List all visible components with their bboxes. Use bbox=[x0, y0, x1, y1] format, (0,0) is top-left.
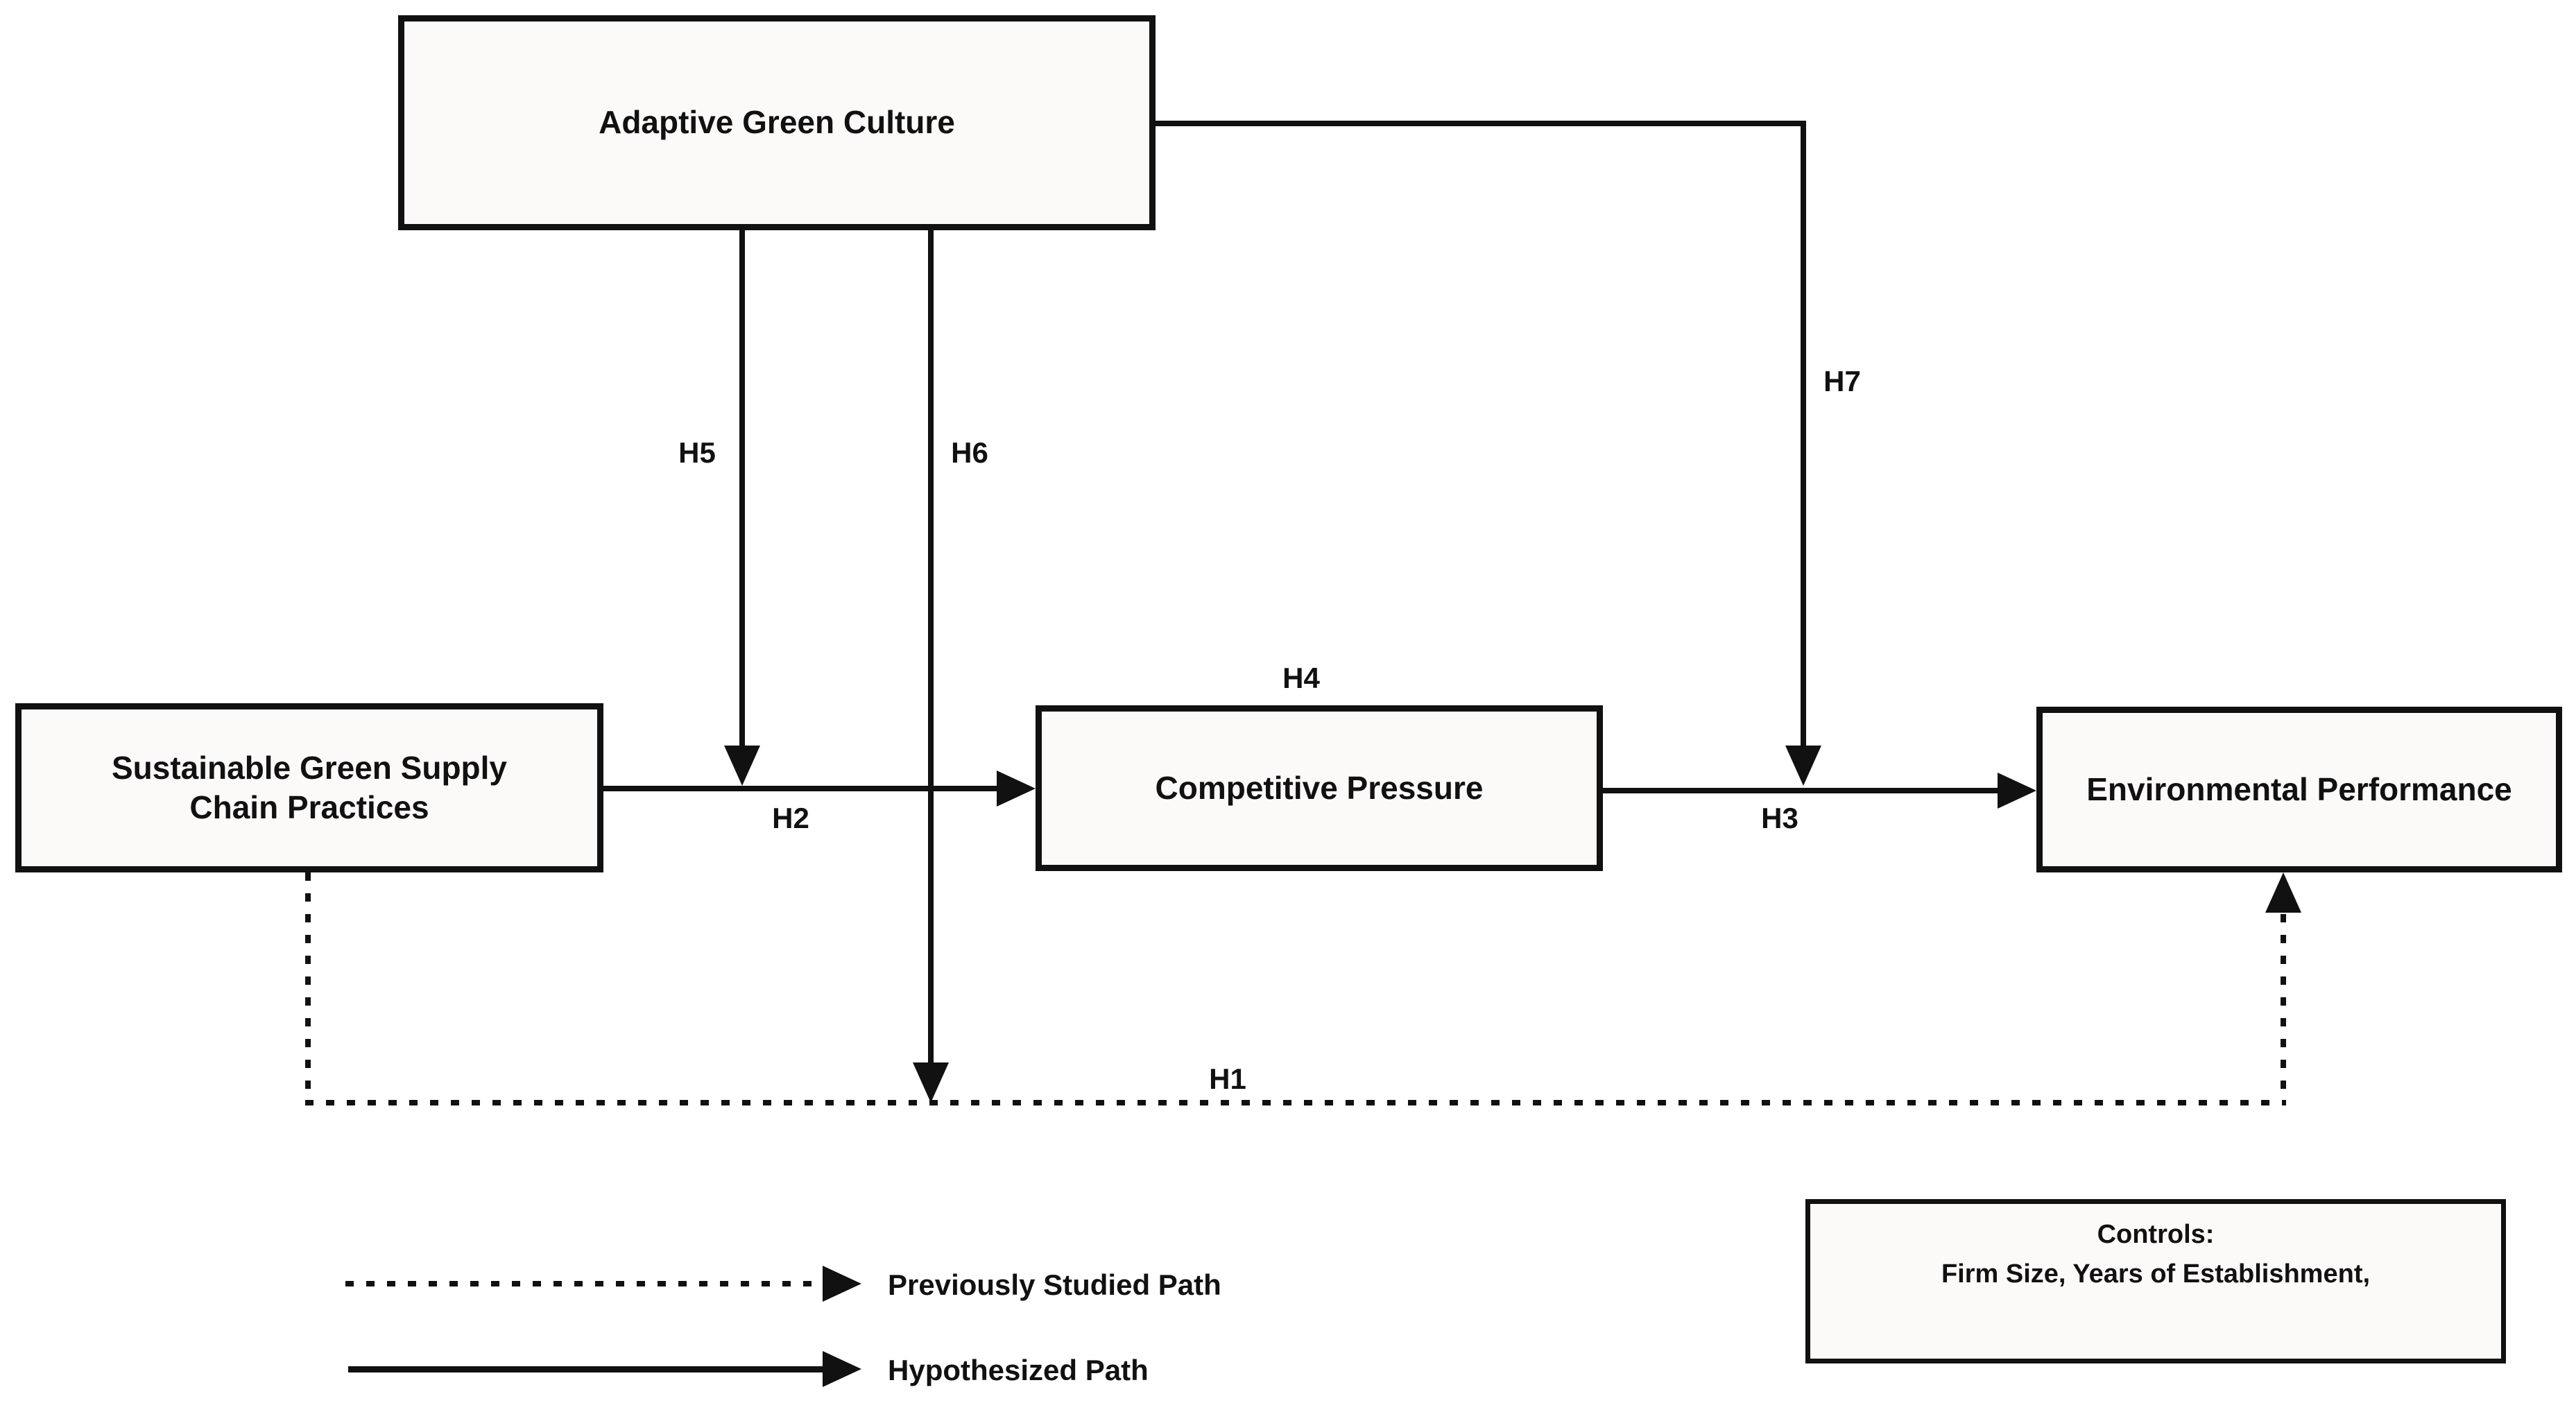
node-label: Competitive Pressure bbox=[1155, 769, 1484, 806]
path-h3-arrowhead-icon bbox=[1998, 773, 2036, 809]
node-environmental-performance: Environmental Performance bbox=[2036, 707, 2562, 872]
node-label: Sustainable Green Supply Chain Practices bbox=[111, 749, 508, 826]
legend-label-hypothesized-path: Hypothesized Path bbox=[888, 1354, 1149, 1386]
path-h5-arrowhead-icon bbox=[724, 746, 760, 786]
legend-solid-line bbox=[348, 1366, 823, 1372]
node-label: Environmental Performance bbox=[2086, 771, 2512, 807]
controls-items: Firm Size, Years of Establishment, bbox=[1941, 1259, 2371, 1289]
legend-label-previously-studied-path: Previously Studied Path bbox=[888, 1268, 1221, 1301]
legend-dotted-line bbox=[345, 1281, 823, 1286]
path-h1-dotted-bottom-segment bbox=[305, 1100, 2286, 1105]
hypothesis-label-h6: H6 bbox=[951, 436, 988, 469]
legend-dotted-arrowhead-icon bbox=[823, 1266, 861, 1302]
node-label: Adaptive Green Culture bbox=[599, 104, 955, 141]
path-h7-arrowhead-icon bbox=[1785, 746, 1821, 786]
path-h2-arrowhead-icon bbox=[997, 771, 1036, 807]
path-h6-line bbox=[928, 230, 934, 1065]
node-adaptive-green-culture: Adaptive Green Culture bbox=[398, 15, 1156, 230]
legend-solid-arrowhead-icon bbox=[823, 1351, 861, 1387]
path-h6-arrowhead-icon bbox=[913, 1062, 949, 1103]
path-h7-line-horizontal bbox=[1149, 121, 1806, 126]
path-h5-line bbox=[739, 230, 745, 748]
hypothesis-label-h2: H2 bbox=[772, 802, 809, 834]
controls-box: Controls: Firm Size, Years of Establishm… bbox=[1805, 1199, 2506, 1363]
node-sustainable-green-supply-chain-practices: Sustainable Green Supply Chain Practices bbox=[15, 703, 603, 872]
path-h3-line bbox=[1603, 788, 2002, 793]
node-competitive-pressure: Competitive Pressure bbox=[1036, 705, 1603, 871]
path-h1-dotted-right-segment bbox=[2281, 914, 2286, 1100]
path-h7-line-vertical bbox=[1801, 121, 1806, 748]
hypothesis-label-h1: H1 bbox=[1209, 1062, 1246, 1095]
hypothesis-label-h4: H4 bbox=[1282, 662, 1320, 694]
hypothesis-label-h5: H5 bbox=[678, 436, 716, 469]
path-h1-arrowhead-icon bbox=[2265, 872, 2301, 913]
hypothesis-label-h7: H7 bbox=[1823, 365, 1861, 397]
controls-text: Controls: Firm Size, Years of Establishm… bbox=[1810, 1204, 2501, 1294]
path-h1-dotted-left-segment bbox=[305, 872, 311, 1101]
path-h2-line bbox=[603, 786, 1002, 791]
hypothesis-label-h3: H3 bbox=[1761, 802, 1798, 834]
controls-title: Controls: bbox=[2097, 1220, 2215, 1249]
